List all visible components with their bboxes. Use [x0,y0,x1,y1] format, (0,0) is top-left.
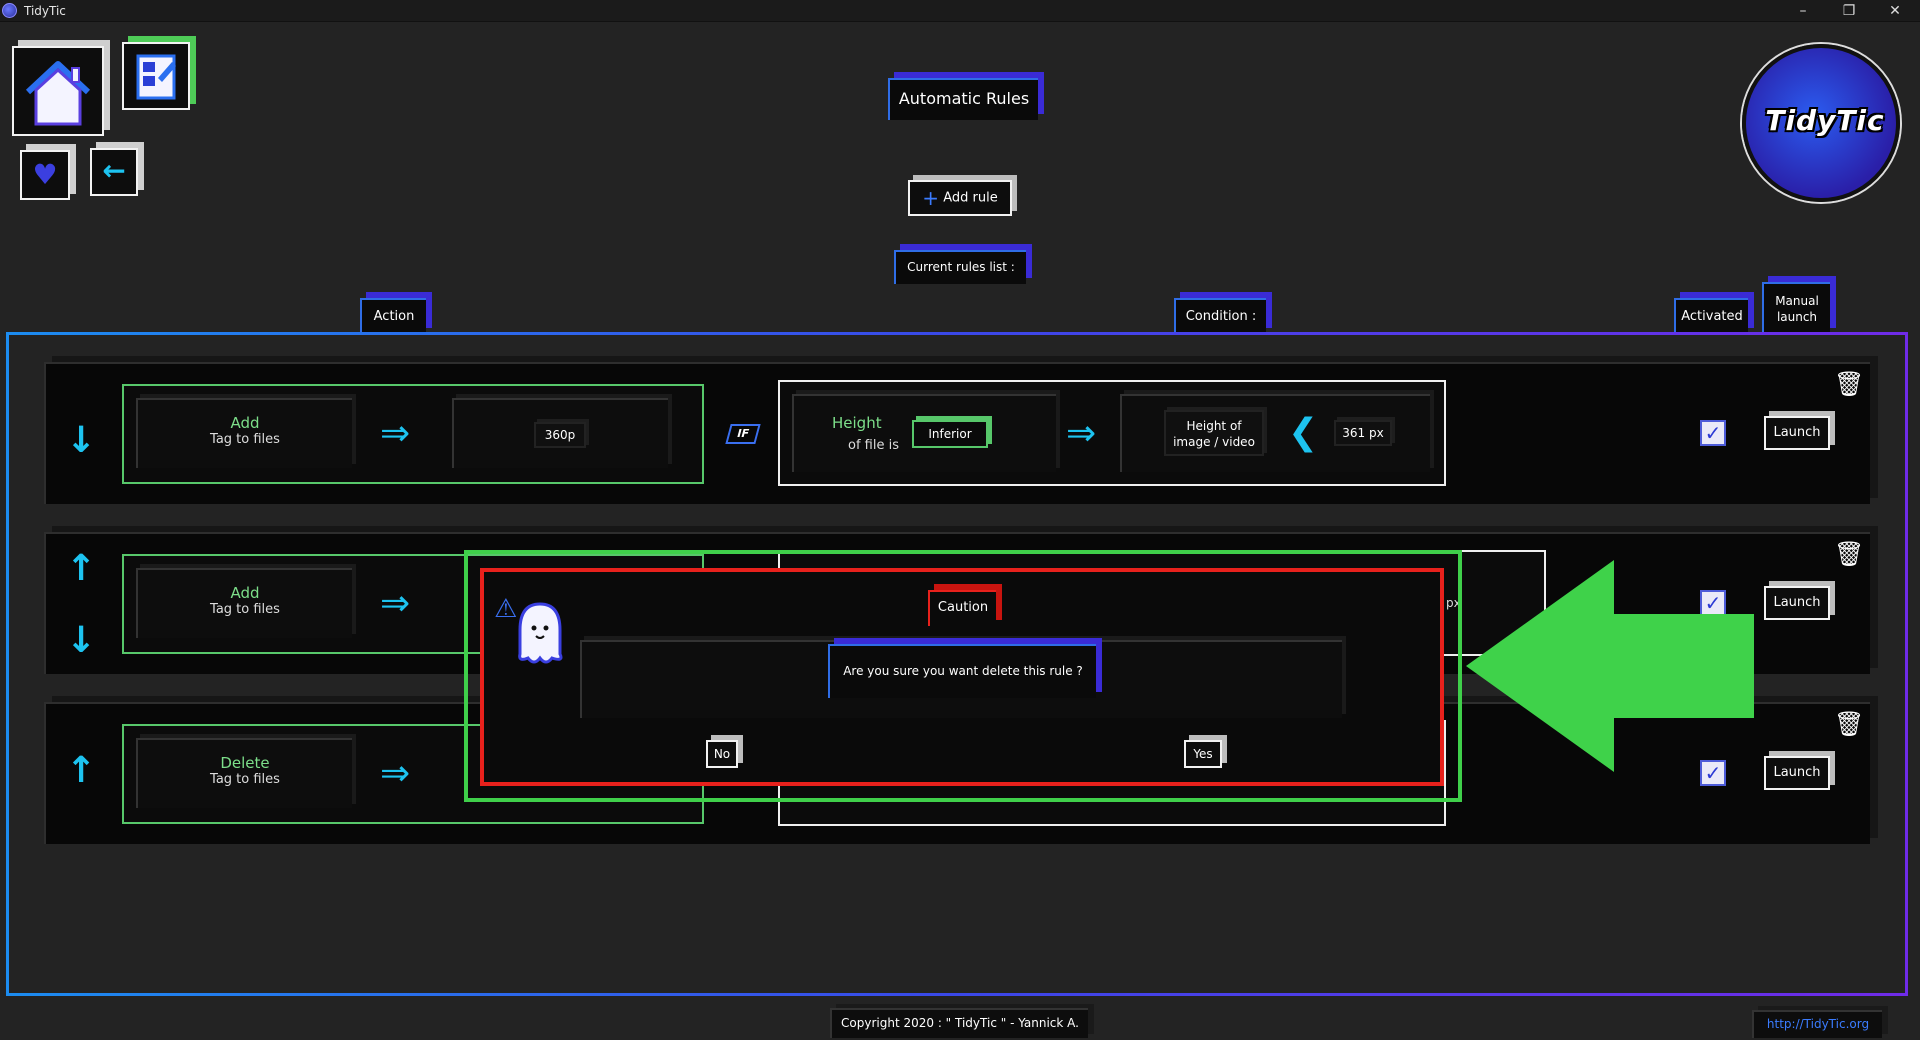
move-up-arrow-icon[interactable]: ↑ [66,548,97,589]
condition-subject: Height [832,414,882,432]
action-value: 360p [534,422,586,448]
home-icon [25,61,91,126]
add-rule-button[interactable]: + Add rule [908,180,1012,216]
dialog-message: Are you sure you want delete this rule ? [828,644,1096,698]
trash-icon[interactable]: 🗑 [1834,540,1865,568]
column-header-activated: Activated [1674,298,1748,334]
action-type-cell[interactable]: Delete Tag to files [136,738,352,808]
copyright-text: Copyright 2020 : " TidyTic " - Yannick A… [830,1008,1088,1038]
document-edit-icon [136,54,176,100]
move-down-arrow-icon[interactable]: ↓ [66,620,97,661]
current-rules-heading: Current rules list : [894,250,1026,284]
activated-checkbox[interactable]: ✓ [1700,760,1726,786]
back-arrow-icon: ← [102,154,126,187]
column-header-condition: Condition : [1174,298,1266,334]
action-object: Tag to files [210,772,280,787]
warning-icon: ⚠ [494,594,518,624]
add-rule-label: Add rule [943,190,998,206]
pointer-arrow-icon [1466,560,1754,772]
condition-target: Height of image / video [1164,410,1264,456]
condition-target-cell[interactable]: Height of image / video ❮ 361 px [1120,394,1430,472]
ghost-icon [518,602,563,664]
activated-checkbox[interactable]: ✓ [1700,590,1726,616]
right-arrow-icon: ⇒ [380,583,411,624]
caution-dialog: ⚠ Caution Are you sure you want delete t… [480,568,1444,786]
dialog-title: Caution [928,590,996,626]
minimize-button[interactable]: – [1799,3,1807,19]
right-arrow-icon: ⇒ [380,413,411,454]
home-button[interactable] [12,46,104,136]
trash-icon[interactable]: 🗑 [1834,370,1865,398]
condition-value-partial: px [1446,596,1461,610]
favorites-button[interactable]: ♥ [20,150,70,200]
action-object: Tag to files [210,602,280,617]
heart-icon: ♥ [32,158,58,191]
no-button[interactable]: No [706,740,738,768]
condition-operator[interactable]: Inferior [912,420,988,448]
page-title: Automatic Rules [888,78,1038,120]
launch-button[interactable]: Launch [1764,586,1830,620]
less-than-icon: ❮ [1288,412,1319,453]
condition-subject-cell[interactable]: Height of file is Inferior [792,394,1056,472]
condition-subject-sub: of file is [848,438,899,453]
logo-text: TidyTic [1765,104,1885,137]
trash-icon[interactable]: 🗑 [1834,710,1865,738]
title-bar: TidyTic – ❐ ✕ [0,0,1920,22]
rules-editor-button[interactable] [122,42,190,110]
column-header-manual-launch: Manual launch [1762,282,1830,334]
action-type-cell[interactable]: Add Tag to files [136,568,352,638]
action-verb: Add [230,584,260,602]
move-up-arrow-icon[interactable]: ↑ [66,750,97,791]
if-badge: IF [725,424,761,444]
right-arrow-icon: ⇒ [1066,413,1097,454]
move-down-arrow-icon[interactable]: ↓ [66,420,97,461]
window-title: TidyTic [24,4,66,18]
activated-checkbox[interactable]: ✓ [1700,420,1726,446]
action-verb: Delete [220,754,270,772]
right-arrow-icon: ⇒ [380,753,411,794]
action-object: Tag to files [210,432,280,447]
close-button[interactable]: ✕ [1889,3,1901,19]
condition-value: 361 px [1334,420,1392,446]
app-icon [2,3,17,18]
action-verb: Add [230,414,260,432]
dialog-highlight-frame [464,550,1462,802]
action-type-cell[interactable]: Add Tag to files [136,398,352,468]
restore-button[interactable]: ❐ [1842,3,1856,19]
yes-button[interactable]: Yes [1184,740,1222,768]
website-link[interactable]: http://TidyTic.org [1752,1010,1882,1038]
plus-icon: + [922,186,940,210]
launch-button[interactable]: Launch [1764,416,1830,450]
launch-button[interactable]: Launch [1764,756,1830,790]
tidytic-logo: TidyTic [1742,44,1900,202]
column-header-action: Action [360,298,426,334]
back-button[interactable]: ← [90,148,138,196]
action-value-cell[interactable]: 360p [452,398,668,468]
